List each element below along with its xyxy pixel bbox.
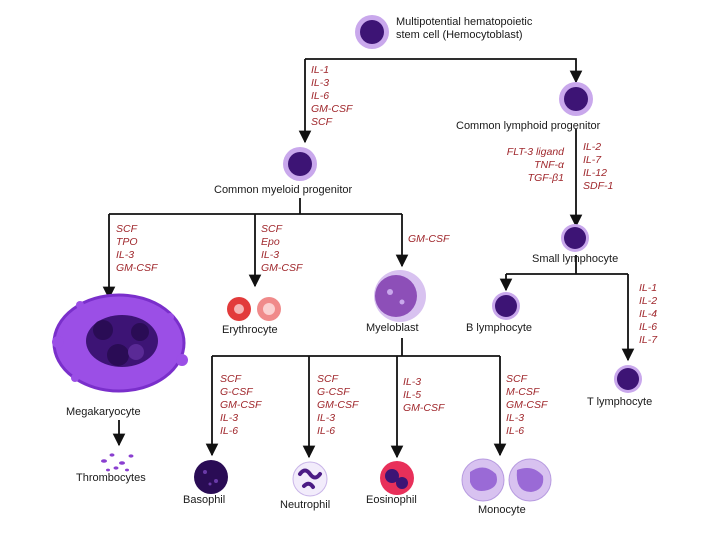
stem-cell-label-line2: stem cell (Hemocytoblast) <box>396 29 523 41</box>
cytokine-item: IL-2 <box>639 295 658 307</box>
stem-cell-icon <box>355 15 389 49</box>
megakaryocyte-icon <box>52 293 188 393</box>
cytokine-item: IL-3 <box>311 77 330 89</box>
t-lymphocyte-label: T lymphocyte <box>587 396 653 408</box>
b-lymphocyte-label: B lymphocyte <box>466 322 533 334</box>
neutrophil-label: Neutrophil <box>280 499 331 511</box>
cytokines-to-t-lymphocyte: IL-1 IL-2 IL-4 IL-6 IL-7 <box>639 282 657 347</box>
cytokines-to-eosinophil: IL-3 IL-5 GM-CSF <box>403 376 444 415</box>
cytokine-item: SCF <box>506 373 527 385</box>
monocyte-label: Monocyte <box>478 504 526 516</box>
erythrocyte-label: Erythrocyte <box>222 324 278 336</box>
cytokine-item: IL-6 <box>317 425 336 437</box>
cytokine-item: G-CSF <box>220 386 253 398</box>
cytokine-item: M-CSF <box>506 386 540 398</box>
cytokine-item: GM-CSF <box>116 262 158 274</box>
myeloblast-icon <box>374 270 426 322</box>
cytokine-item: IL-12 <box>583 167 607 179</box>
cytokines-to-monocyte: SCF M-CSF GM-CSF IL-3 IL-6 <box>506 373 547 438</box>
cytokine-item: GM-CSF <box>311 103 353 115</box>
cytokine-item: Epo <box>261 236 280 248</box>
thrombocytes-label: Thrombocytes <box>76 472 146 484</box>
cytokine-item: SCF <box>220 373 241 385</box>
basophil-icon <box>194 460 228 494</box>
cytokine-item: IL-4 <box>639 308 658 320</box>
cytokines-to-neutrophil: SCF G-CSF GM-CSF IL-3 IL-6 <box>317 373 358 438</box>
cytokine-item: IL-6 <box>506 425 525 437</box>
cytokine-item: GM-CSF <box>408 233 450 245</box>
cytokine-item: TGF-β1 <box>527 172 564 184</box>
cytokine-item: IL-7 <box>639 334 658 346</box>
eosinophil-icon <box>380 461 414 495</box>
cytokine-item: TPO <box>116 236 138 248</box>
cytokine-item: GM-CSF <box>506 399 548 411</box>
cytokine-item: GM-CSF <box>317 399 359 411</box>
cytokine-item: IL-3 <box>506 412 525 424</box>
connector-lines <box>102 58 635 459</box>
cytokine-item: GM-CSF <box>261 262 303 274</box>
b-lymphocyte-icon <box>492 292 520 320</box>
cytokine-item: SCF <box>311 116 332 128</box>
cytokines-to-erythrocyte: SCF Epo IL-3 GM-CSF <box>261 223 302 275</box>
cytokine-item: TNF-α <box>534 159 564 171</box>
lymphoid-progenitor-icon <box>559 82 593 116</box>
cytokine-item: IL-3 <box>220 412 239 424</box>
cytokine-item: FLT-3 ligand <box>506 146 564 158</box>
cytokine-item: SDF-1 <box>583 180 614 192</box>
common-myeloid-label: Common myeloid progenitor <box>214 184 353 196</box>
thrombocytes-icon <box>101 453 134 472</box>
cytokine-item: SCF <box>116 223 137 235</box>
cytokine-item: IL-6 <box>639 321 658 333</box>
small-lymphocyte-label: Small lymphocyte <box>532 253 619 265</box>
cytokine-item: IL-3 <box>261 249 280 261</box>
cytokine-item: IL-3 <box>317 412 336 424</box>
erythrocyte-icon <box>227 297 281 321</box>
megakaryocyte-label: Megakaryocyte <box>66 406 141 418</box>
eosinophil-label: Eosinophil <box>366 494 417 506</box>
cytokine-item: GM-CSF <box>403 402 445 414</box>
myeloid-progenitor-icon <box>283 147 317 181</box>
myeloblast-label: Myeloblast <box>366 322 419 334</box>
stem-cell-label-line1: Multipotential hematopoietic <box>396 16 533 28</box>
t-lymphocyte-icon <box>614 365 642 393</box>
cytokine-item: IL-3 <box>403 376 422 388</box>
cytokine-item: IL-1 <box>311 64 330 76</box>
small-lymphocyte-icon <box>561 224 589 252</box>
cytokine-item: IL-7 <box>583 154 602 166</box>
cytokines-to-myeloblast: GM-CSF <box>408 233 449 246</box>
cytokine-item: SCF <box>317 373 338 385</box>
cytokine-item: IL-6 <box>220 425 239 437</box>
cytokines-to-myeloid: IL-1 IL-3 IL-6 GM-CSF SCF <box>311 64 352 129</box>
cytokine-item: IL-1 <box>639 282 658 294</box>
cytokines-to-megakaryocyte: SCF TPO IL-3 GM-CSF <box>116 223 157 275</box>
monocyte-icon <box>461 458 552 502</box>
common-lymphoid-label: Common lymphoid progenitor <box>456 120 601 132</box>
cytokines-to-lymphoid-right: IL-2 IL-7 IL-12 SDF-1 <box>583 141 613 193</box>
neutrophil-icon <box>292 461 328 497</box>
cytokine-item: IL-5 <box>403 389 422 401</box>
cytokine-item: IL-3 <box>116 249 135 261</box>
stem-cell-label: Multipotential hematopoietic stem cell (… <box>396 16 532 42</box>
arrow-stem-to-lymphoid <box>305 58 583 84</box>
basophil-label: Basophil <box>183 494 226 506</box>
cytokines-to-lymphoid-left: FLT-3 ligand TNF-α TGF-β1 <box>476 146 564 185</box>
cytokine-item: G-CSF <box>317 386 350 398</box>
cytokine-item: GM-CSF <box>220 399 262 411</box>
cytokine-item: IL-2 <box>583 141 602 153</box>
cytokine-item: IL-6 <box>311 90 330 102</box>
cytokines-to-basophil: SCF G-CSF GM-CSF IL-3 IL-6 <box>220 373 261 438</box>
cytokine-item: SCF <box>261 223 282 235</box>
